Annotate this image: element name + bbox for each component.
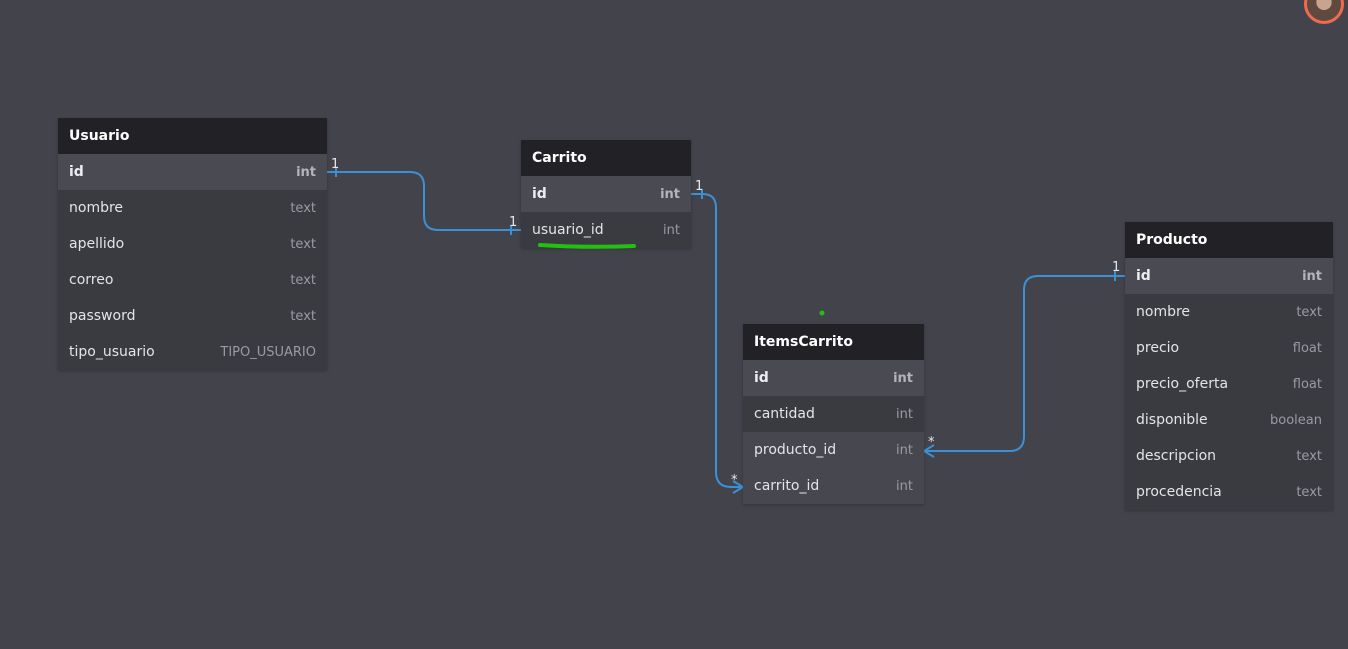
table-title[interactable]: Usuario bbox=[58, 118, 327, 154]
field-name: password bbox=[69, 308, 136, 324]
field-row[interactable]: id int bbox=[58, 154, 327, 190]
field-row[interactable]: id int bbox=[521, 176, 691, 212]
field-row[interactable]: usuario_id int bbox=[521, 212, 691, 248]
field-name: id bbox=[69, 164, 84, 180]
relation-carrito-itemscarrito[interactable]: 1 * bbox=[691, 179, 745, 494]
field-name: carrito_id bbox=[754, 478, 820, 494]
field-row[interactable]: producto_id int bbox=[743, 432, 924, 468]
field-name: nombre bbox=[1136, 304, 1191, 320]
field-row[interactable]: password text bbox=[58, 298, 327, 334]
field-row[interactable]: id int bbox=[1125, 258, 1333, 294]
table-producto[interactable]: Producto id int nombre text precio float… bbox=[1125, 222, 1333, 510]
field-type: int bbox=[296, 164, 316, 180]
table-title[interactable]: Carrito bbox=[521, 140, 691, 176]
cardinality-label: * bbox=[928, 435, 935, 450]
relation-usuario-carrito[interactable]: 1 1 bbox=[327, 157, 521, 235]
cardinality-label: 1 bbox=[509, 215, 517, 230]
field-type: int bbox=[1302, 268, 1322, 284]
field-row[interactable]: tipo_usuario TIPO_USUARIO bbox=[58, 334, 327, 370]
field-type: text bbox=[1296, 448, 1322, 464]
field-name: precio bbox=[1136, 340, 1180, 356]
field-name: id bbox=[1136, 268, 1151, 284]
field-type: int bbox=[896, 442, 913, 458]
field-type: float bbox=[1292, 340, 1322, 356]
field-row[interactable]: carrito_id int bbox=[743, 468, 924, 504]
field-type: int bbox=[893, 370, 913, 386]
field-name: disponible bbox=[1136, 412, 1208, 428]
field-name: id bbox=[754, 370, 769, 386]
table-carrito[interactable]: Carrito id int usuario_id int bbox=[521, 140, 691, 248]
field-name: nombre bbox=[69, 200, 124, 216]
cardinality-label: 1 bbox=[695, 179, 703, 194]
field-row[interactable]: descripcion text bbox=[1125, 438, 1333, 474]
field-name: procedencia bbox=[1136, 484, 1222, 500]
table-title[interactable]: Producto bbox=[1125, 222, 1333, 258]
field-type: int bbox=[896, 406, 913, 422]
cardinality-label: * bbox=[731, 473, 738, 488]
field-type: boolean bbox=[1270, 412, 1322, 428]
field-row[interactable]: precio_oferta float bbox=[1125, 366, 1333, 402]
field-row[interactable]: disponible boolean bbox=[1125, 402, 1333, 438]
field-row[interactable]: procedencia text bbox=[1125, 474, 1333, 510]
field-name: descripcion bbox=[1136, 448, 1217, 464]
relation-producto-itemscarrito[interactable]: 1 * bbox=[922, 260, 1125, 458]
table-itemscarrito[interactable]: ItemsCarrito id int cantidad int product… bbox=[743, 324, 924, 504]
cardinality-label: 1 bbox=[1112, 260, 1120, 275]
field-row[interactable]: correo text bbox=[58, 262, 327, 298]
field-row[interactable]: precio float bbox=[1125, 330, 1333, 366]
table-usuario[interactable]: Usuario id int nombre text apellido text… bbox=[58, 118, 327, 370]
field-type: int bbox=[896, 478, 913, 494]
field-type: int bbox=[663, 222, 680, 238]
field-row[interactable]: id int bbox=[743, 360, 924, 396]
field-type: text bbox=[290, 200, 316, 216]
table-title[interactable]: ItemsCarrito bbox=[743, 324, 924, 360]
field-row[interactable]: nombre text bbox=[1125, 294, 1333, 330]
field-type: int bbox=[660, 186, 680, 202]
field-type: text bbox=[290, 272, 316, 288]
field-name: producto_id bbox=[754, 442, 837, 458]
field-type: float bbox=[1292, 376, 1322, 392]
field-name: apellido bbox=[69, 236, 125, 252]
field-name: usuario_id bbox=[532, 222, 604, 238]
cardinality-label: 1 bbox=[331, 157, 339, 172]
field-type: text bbox=[1296, 484, 1322, 500]
field-type: TIPO_USUARIO bbox=[220, 344, 316, 360]
field-name: correo bbox=[69, 272, 114, 288]
field-name: id bbox=[532, 186, 547, 202]
field-row[interactable]: cantidad int bbox=[743, 396, 924, 432]
field-name: cantidad bbox=[754, 406, 815, 422]
field-type: text bbox=[290, 308, 316, 324]
field-type: text bbox=[1296, 304, 1322, 320]
field-row[interactable]: apellido text bbox=[58, 226, 327, 262]
field-row[interactable]: nombre text bbox=[58, 190, 327, 226]
field-name: precio_oferta bbox=[1136, 376, 1229, 392]
field-name: tipo_usuario bbox=[69, 344, 155, 360]
field-type: text bbox=[290, 236, 316, 252]
